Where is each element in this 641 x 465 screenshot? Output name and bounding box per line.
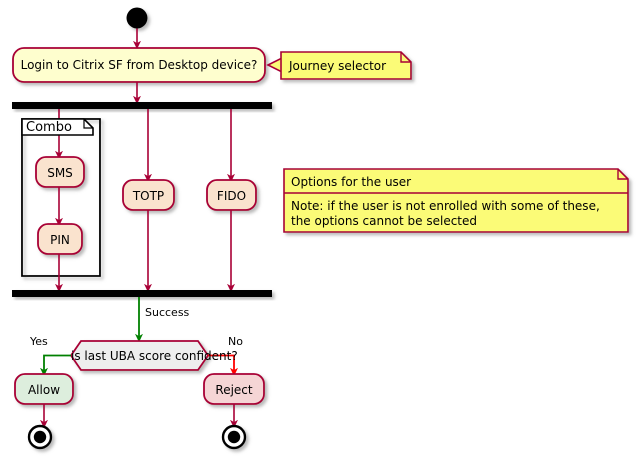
note-options-title: Options for the user bbox=[291, 175, 412, 189]
end-node-reject bbox=[221, 424, 247, 450]
edge-label-yes: Yes bbox=[30, 335, 48, 348]
node-login[interactable] bbox=[12, 47, 266, 83]
group-combo-tab bbox=[21, 118, 94, 136]
group-combo-tab-fold bbox=[83, 119, 93, 129]
node-allow-label: Allow bbox=[27, 383, 61, 397]
note-options-body-line1: Note: if the user is not enrolled with s… bbox=[291, 199, 600, 213]
node-fido-label: FIDO bbox=[216, 189, 247, 203]
node-sms-label: SMS bbox=[47, 166, 73, 180]
note-journey-box[interactable] bbox=[280, 51, 412, 80]
note-options-body-line2: the options cannot be selected bbox=[291, 214, 478, 228]
end-node-allow bbox=[27, 424, 53, 450]
edge-label-success: Success bbox=[145, 306, 190, 319]
edge-decision-no bbox=[208, 354, 238, 377]
group-combo-label: Combo bbox=[26, 120, 72, 135]
note-journey-fold bbox=[400, 52, 411, 63]
fork-bar bbox=[12, 102, 272, 109]
decision-label: is last UBA score confident? bbox=[71, 349, 238, 363]
node-totp-label: TOTP bbox=[132, 189, 165, 203]
note-journey-pointer bbox=[266, 56, 283, 74]
start-node bbox=[126, 7, 148, 29]
note-journey-text: Journey selector bbox=[289, 59, 387, 73]
node-sms[interactable] bbox=[35, 156, 85, 188]
node-reject-label: Reject bbox=[215, 383, 253, 397]
edge-label-no: No bbox=[228, 335, 243, 348]
node-pin-label: PIN bbox=[50, 233, 70, 247]
node-login-label: Login to Citrix SF from Desktop device? bbox=[20, 58, 258, 72]
join-bar bbox=[12, 290, 272, 297]
note-options-fold bbox=[617, 169, 628, 180]
note-options-box[interactable] bbox=[283, 168, 629, 233]
edge-decision-yes bbox=[40, 354, 71, 377]
node-pin[interactable] bbox=[37, 223, 83, 255]
